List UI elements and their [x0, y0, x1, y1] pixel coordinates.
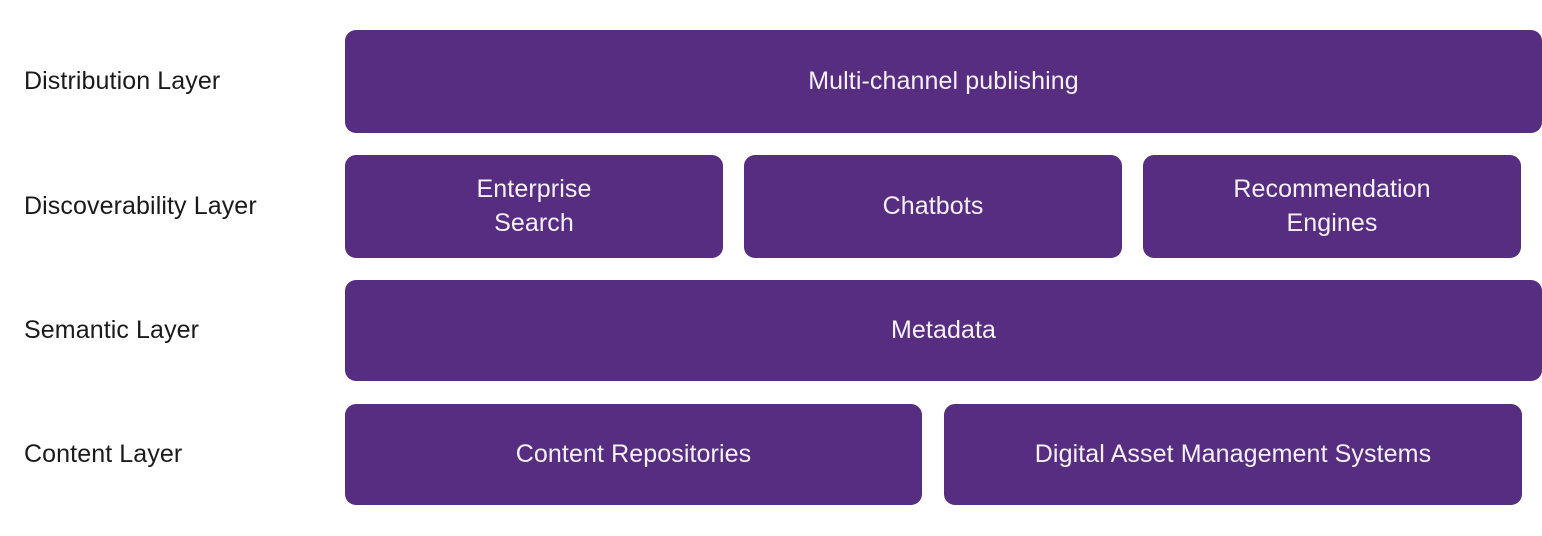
- layer-label-semantic: Semantic Layer: [24, 316, 200, 345]
- layer-boxes-semantic: Metadata: [345, 280, 1542, 381]
- node-content-repositories[interactable]: Content Repositories: [345, 404, 922, 505]
- layer-boxes-discoverability: Enterprise Search Chatbots Recommendatio…: [345, 155, 1542, 258]
- node-enterprise-search[interactable]: Enterprise Search: [345, 155, 723, 258]
- layer-row-content: Content Layer Content Repositories Digit…: [0, 404, 1542, 505]
- layer-row-discoverability: Discoverability Layer Enterprise Search …: [0, 155, 1542, 258]
- layer-row-semantic: Semantic Layer Metadata: [0, 280, 1542, 381]
- node-recommendation-engines[interactable]: Recommendation Engines: [1143, 155, 1521, 258]
- node-multi-channel-publishing[interactable]: Multi-channel publishing: [345, 30, 1542, 133]
- node-metadata[interactable]: Metadata: [345, 280, 1542, 381]
- layer-label-distribution: Distribution Layer: [24, 67, 221, 96]
- layer-boxes-distribution: Multi-channel publishing: [345, 30, 1542, 133]
- layer-label-discoverability: Discoverability Layer: [24, 192, 257, 221]
- layer-row-distribution: Distribution Layer Multi-channel publish…: [0, 30, 1542, 133]
- node-chatbots[interactable]: Chatbots: [744, 155, 1122, 258]
- layer-label-content: Content Layer: [24, 440, 183, 469]
- node-digital-asset-management-systems[interactable]: Digital Asset Management Systems: [944, 404, 1522, 505]
- layer-boxes-content: Content Repositories Digital Asset Manag…: [345, 404, 1542, 505]
